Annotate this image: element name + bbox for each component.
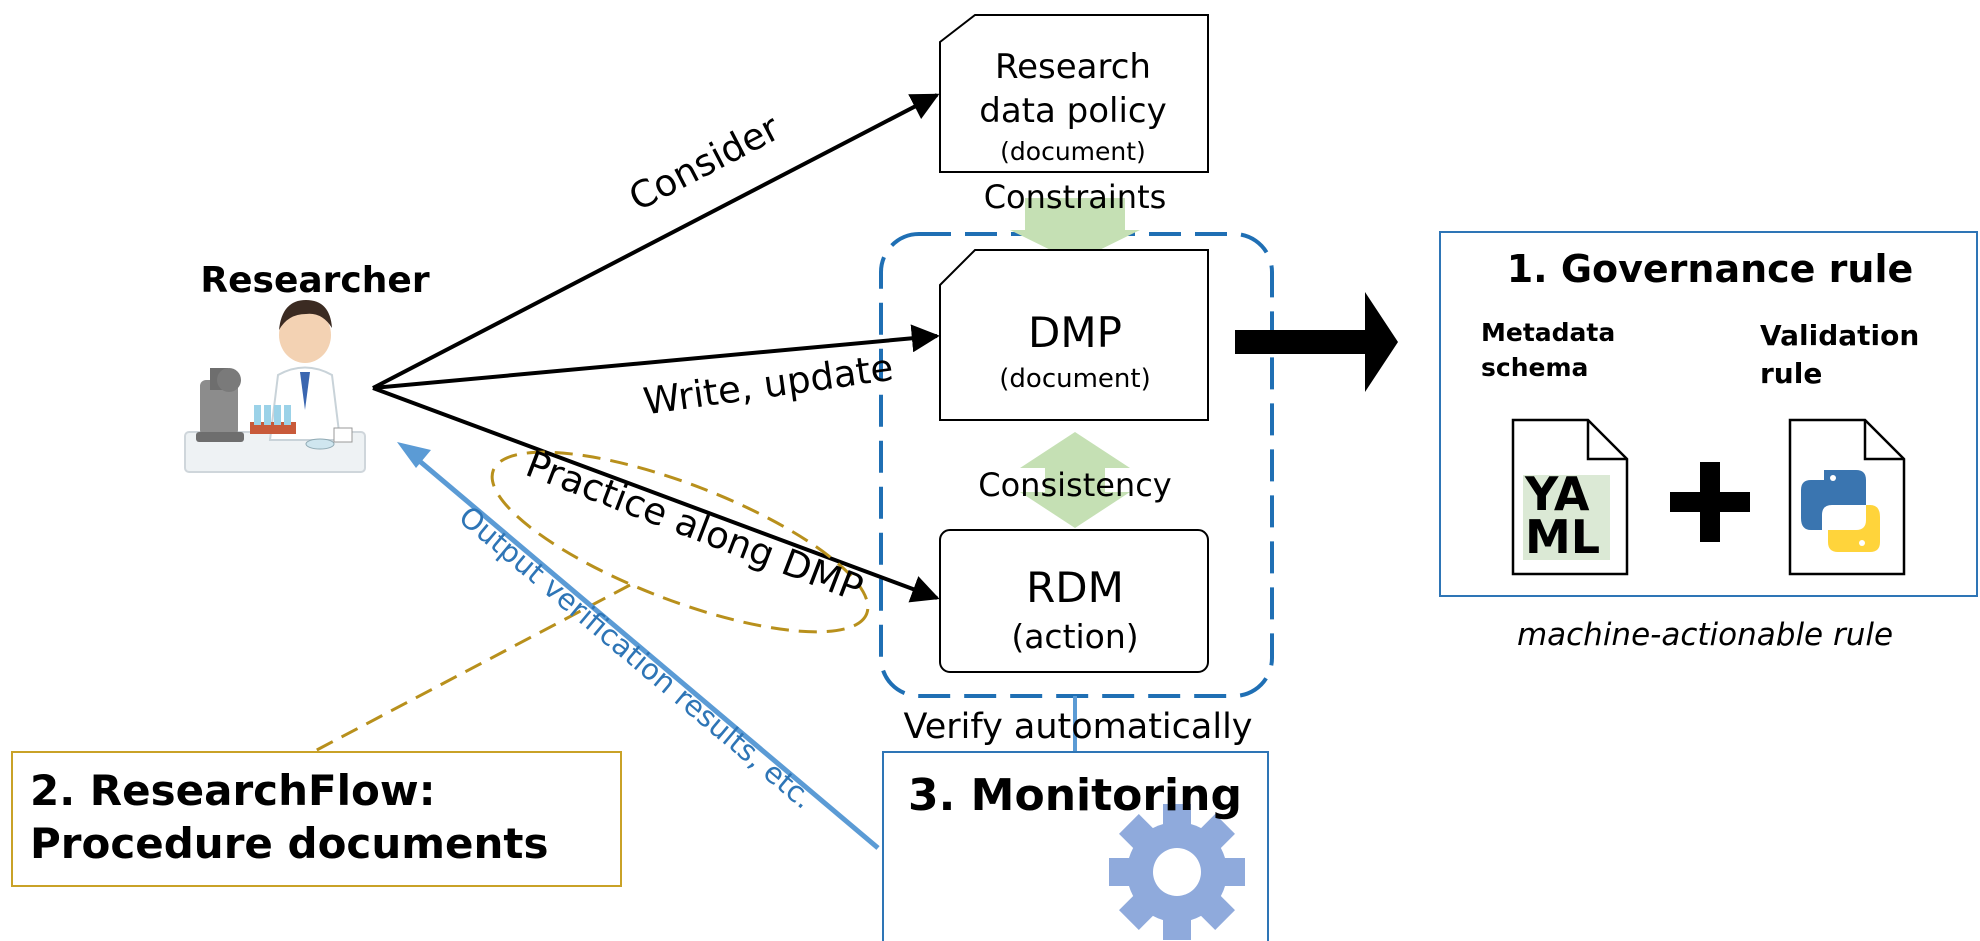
python-file-icon [1788,418,1906,576]
governance-title: 1. Governance rule [1507,247,1914,291]
write-update-label: Write, update [641,346,896,424]
consistency-label: Consistency [978,466,1171,504]
output-arrowhead [397,442,431,468]
researcher-label: Researcher [200,260,429,301]
consider-arrow [372,93,940,390]
practice-highlight-ellipse [490,450,870,634]
policy-line2: data policy [979,91,1166,131]
validation-rule-line2: rule [1760,357,1822,390]
researchflow-line2: Procedure documents [30,819,548,868]
write-arrow [372,324,940,390]
researchflow-box [11,751,622,887]
gear-icon [1109,804,1245,940]
rdm-action-box [939,529,1209,673]
researchflow-leader-line [312,583,631,754]
validation-rule-line1: Validation [1760,319,1919,352]
rdm-sub: (action) [1011,617,1138,656]
policy-sub: (document) [1000,137,1146,166]
rdm-title: RDM [1026,563,1124,612]
verify-label: Verify automatically [903,707,1252,747]
policy-document-shape [939,14,1209,173]
policy-line1: Research [995,47,1151,87]
dmp-document-shape [939,249,1209,421]
metadata-schema-line1: Metadata [1481,318,1615,347]
consider-label: Consider [622,106,787,220]
plus-icon [1670,462,1750,542]
researcher-illustration [184,300,366,473]
dmp-sub: (document) [999,364,1150,394]
consistency-arrow [1020,432,1130,528]
practice-arrow [372,386,940,603]
dmp-title: DMP [1028,308,1122,357]
machine-actionable-caption: machine-actionable rule [1517,617,1893,653]
constraints-label: Constraints [984,178,1167,216]
yaml-logo-line2: ML [1525,510,1600,564]
monitoring-title: 3. Monitoring [908,770,1242,821]
output-arrow [408,451,880,850]
researchflow-line1: 2. ResearchFlow: [30,766,436,815]
constraints-arrow [1010,198,1140,262]
governance-big-arrow [1235,292,1398,392]
yaml-file-icon [1511,418,1629,576]
metadata-schema-line2: schema [1481,353,1588,382]
yaml-logo-line1: YA [1524,467,1590,521]
